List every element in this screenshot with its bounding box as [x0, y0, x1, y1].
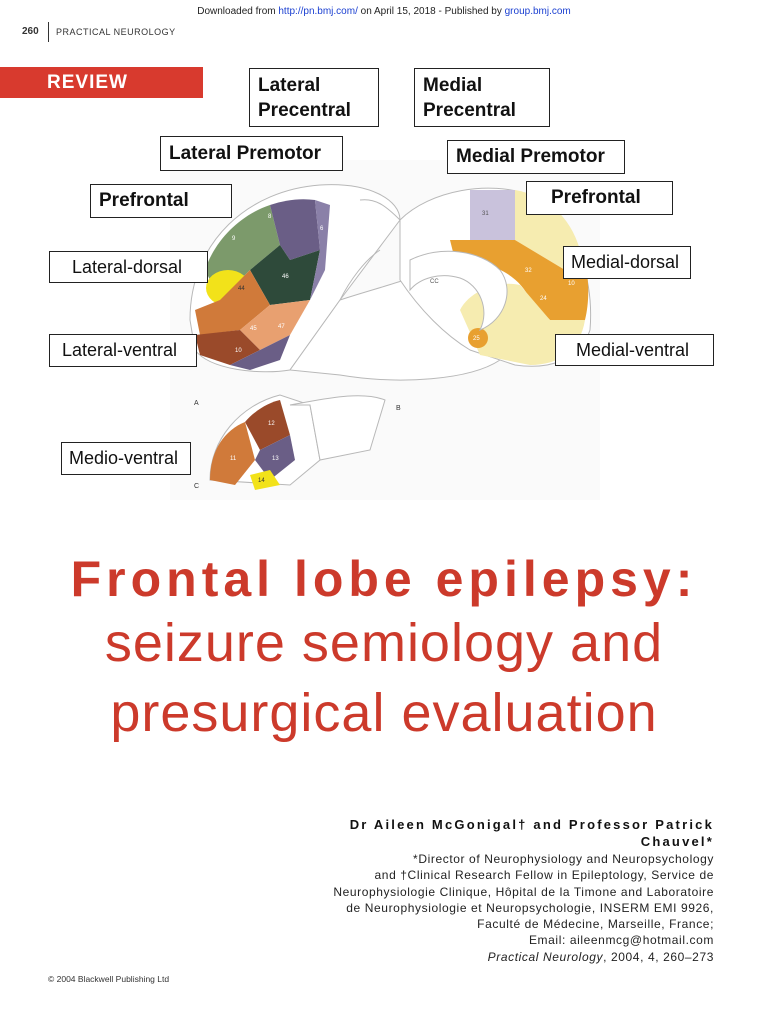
download-url-link[interactable]: http://pn.bmj.com/: [278, 6, 358, 17]
area-8-region: [270, 199, 320, 260]
label-prefrontal-left-text: Prefrontal: [99, 190, 189, 211]
label-lateral-premotor: Lateral Premotor: [160, 136, 343, 171]
label-medial-dorsal-text: Medial-dorsal: [571, 252, 680, 272]
panel-letter-a: A: [194, 400, 199, 407]
article-title-line1: Frontal lobe epilepsy:: [70, 551, 698, 607]
area-45-region: [195, 270, 270, 335]
label-lateral-premotor-text: Lateral Premotor: [169, 142, 322, 164]
affiliation-line5: Faculté de Médecine, Marseille, France;: [477, 917, 714, 932]
ventral-label-14: 14: [258, 478, 265, 484]
medial-label-10: 10: [568, 281, 575, 287]
medial-label-25: 25: [473, 336, 480, 342]
download-middle: on April 15, 2018 - Published by: [357, 6, 505, 17]
label-lateral-ventral-text: Lateral-ventral: [62, 340, 178, 360]
label-medio-ventral: Medio-ventral: [61, 442, 191, 475]
label-lateral-dorsal: Lateral-dorsal: [49, 251, 208, 283]
article-title-line3: presurgical evaluation: [110, 683, 658, 743]
medial-label-32: 32: [525, 268, 532, 274]
label-lateral-precentral-line2: Precentral: [258, 99, 351, 121]
frontal-lobe-figure: 44 8 9 46 6 45 47 10 A CC 31 32 24 25 10…: [170, 160, 600, 500]
area-label-47: 47: [278, 324, 285, 330]
ventral-label-13: 13: [272, 456, 279, 462]
ventral-label-12: 12: [268, 421, 275, 427]
area-label-6: 6: [320, 226, 324, 232]
label-lateral-dorsal-text: Lateral-dorsal: [72, 256, 183, 277]
area-label-44: 44: [238, 286, 245, 292]
citation-journal: Practical Neurology: [487, 949, 604, 964]
medial-area-25-region: [468, 328, 488, 348]
affiliation-block: *Director of Neurophysiology and Neurops…: [244, 851, 714, 965]
affiliation-line4: de Neurophysiologie et Neuropsychologie,…: [346, 900, 714, 915]
page-number: 260: [22, 26, 39, 37]
copyright-notice: © 2004 Blackwell Publishing Ltd: [48, 974, 170, 984]
affiliation-line2: and †Clinical Research Fellow in Epilept…: [374, 868, 714, 883]
ventral-label-11: 11: [230, 456, 237, 462]
affiliation-line1: *Director of Neurophysiology and Neurops…: [413, 852, 714, 866]
medial-label-31: 31: [482, 211, 489, 217]
affiliation-line3: Neurophysiologie Clinique, Hôpital de la…: [333, 884, 714, 899]
corpus-callosum-label: CC: [430, 279, 439, 285]
publisher-link[interactable]: group.bmj.com: [504, 6, 571, 17]
label-medial-premotor-text: Medial Premotor: [456, 146, 605, 167]
label-prefrontal-left: Prefrontal: [90, 184, 232, 218]
ventral-area-11-region: [210, 422, 255, 485]
authors-line1: Dr Aileen McGonigal† and Professor Patri…: [349, 817, 714, 832]
label-medial-precentral: Medial Precentral: [414, 68, 550, 127]
label-medial-precentral-line1: Medial: [423, 74, 483, 96]
medial-view-panel: CC 31 32 24 25 10 B: [396, 187, 592, 412]
authors-block: Dr Aileen McGonigal† and Professor Patri…: [254, 816, 714, 850]
area-label-10: 10: [235, 348, 242, 354]
area-10-region: [195, 330, 260, 365]
area-47-region: [240, 300, 310, 350]
area-label-8: 8: [268, 214, 272, 220]
label-medial-dorsal: Medial-dorsal: [563, 246, 691, 279]
label-lateral-precentral-line1: Lateral: [258, 74, 321, 96]
panel-letter-c: C: [194, 483, 199, 490]
label-medial-ventral-text: Medial-ventral: [576, 339, 690, 360]
article-title-line2: seizure semiology and: [104, 613, 664, 673]
area-label-46: 46: [282, 274, 289, 280]
ventral-view-panel: 12 11 13 14 C: [194, 394, 386, 490]
area-label-45: 45: [250, 326, 257, 332]
medial-area-6-region: [470, 190, 515, 240]
journal-name: PRACTICAL NEUROLOGY: [56, 27, 176, 37]
review-banner: [0, 67, 203, 98]
ventral-area-13-region: [255, 435, 295, 480]
authors-line2: Chauvel*: [640, 834, 714, 849]
label-medial-ventral: Medial-ventral: [555, 334, 714, 366]
ventral-area-14-region: [250, 470, 280, 490]
label-prefrontal-right-text: Prefrontal: [551, 187, 641, 208]
label-lateral-precentral: Lateral Precentral: [249, 68, 379, 127]
area-46-region: [250, 245, 320, 305]
label-lateral-ventral: Lateral-ventral: [49, 334, 197, 367]
affiliation-email: Email: aileenmcg@hotmail.com: [528, 933, 714, 948]
download-prefix: Downloaded from: [197, 6, 279, 17]
label-medial-premotor: Medial Premotor: [447, 140, 625, 174]
area-11-region: [230, 335, 290, 370]
citation: Practical Neurology, 2004, 4, 260–273: [244, 949, 714, 965]
header-divider: [48, 22, 49, 42]
label-medio-ventral-text: Medio-ventral: [69, 448, 179, 468]
lateral-view-panel: 44 8 9 46 6 45 47 10 A: [189, 184, 511, 407]
label-medial-precentral-line2: Precentral: [423, 99, 516, 121]
download-notice: Downloaded from http://pn.bmj.com/ on Ap…: [0, 6, 768, 17]
citation-details: , 2004, 4, 260–273: [603, 949, 714, 964]
panel-letter-b: B: [396, 405, 401, 412]
area-label-9: 9: [232, 236, 236, 242]
label-prefrontal-right: Prefrontal: [526, 181, 673, 215]
section-label: REVIEW: [47, 72, 128, 93]
medial-label-24: 24: [540, 296, 547, 302]
ventral-area-12-region: [245, 400, 290, 450]
area-6-region: [310, 200, 330, 300]
